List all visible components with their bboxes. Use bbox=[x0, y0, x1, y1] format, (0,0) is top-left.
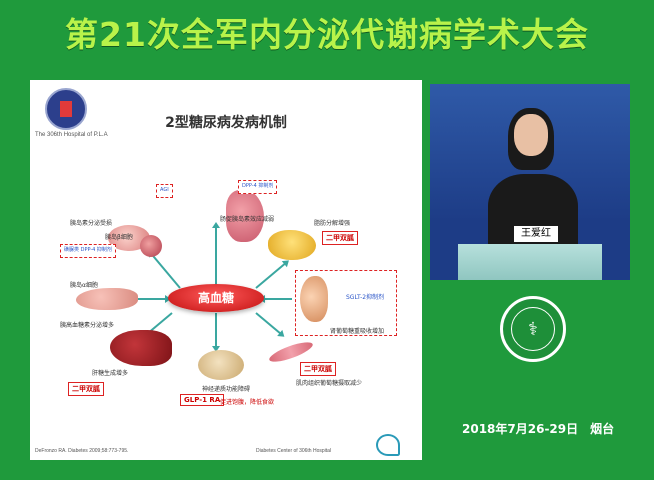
glp1-badge: GLP-1 RA bbox=[180, 394, 225, 406]
brain-icon bbox=[198, 350, 244, 380]
pancreas-cells-label: 胰岛α细胞 bbox=[70, 282, 98, 289]
islet-cells-label: 胰岛β细胞 bbox=[105, 234, 133, 241]
muscle-metformin-badge: 二甲双胍 bbox=[300, 362, 336, 376]
islet-alpha-label: 胰高血糖素分泌增多 bbox=[60, 322, 115, 329]
fat-label: 脂肪分解增强 bbox=[314, 220, 351, 227]
brain-sub-label: 促进饱腹，降低食欲 bbox=[220, 399, 275, 406]
slide-title: 2型糖尿病发病机制 bbox=[165, 115, 287, 131]
arrow-top-left bbox=[149, 252, 181, 289]
sglt2-label: SGLT-2抑制剂 bbox=[346, 294, 385, 301]
arrow-bottom bbox=[215, 313, 217, 349]
gut-incretin-label: 肠促胰岛素效应减弱 bbox=[220, 216, 275, 223]
emblem-caduceus-icon: ⚕ bbox=[511, 307, 555, 351]
kidney-label: 肾葡萄糖重吸收增加 bbox=[330, 328, 385, 335]
podium bbox=[458, 244, 602, 280]
muscle-label: 肌肉组织葡萄糖摄取减少 bbox=[296, 380, 363, 387]
center-hyperglycemia-label: 高血糖 bbox=[168, 284, 264, 312]
speaker-nameplate: 王爱红 bbox=[514, 226, 558, 242]
liver-icon bbox=[110, 330, 172, 366]
kidney-highlight-box bbox=[295, 270, 397, 336]
arrow-right bbox=[262, 298, 292, 300]
liver-label: 肝糖生成增多 bbox=[92, 370, 129, 377]
adipose-tissue-icon bbox=[268, 230, 316, 260]
arrow-left bbox=[138, 295, 171, 303]
stomach-icon bbox=[226, 190, 264, 242]
hospital-logo-icon bbox=[45, 88, 87, 130]
islet-cell-icon bbox=[140, 235, 162, 257]
speaker-video: 王爱红 bbox=[430, 84, 630, 280]
arrow-top-right bbox=[255, 261, 288, 289]
dpp4-box: DPP-4 抑制剂 bbox=[238, 180, 278, 194]
speaker-body bbox=[488, 174, 578, 254]
liver-metformin-badge: 二甲双胍 bbox=[68, 382, 104, 396]
reference-right: Diabetes Center of 306th Hospital bbox=[256, 448, 332, 454]
kidney-icon bbox=[300, 276, 328, 322]
conference-emblem-icon: ⚕ bbox=[500, 296, 566, 362]
arrow-bottom-right bbox=[255, 312, 283, 336]
fat-metformin-badge: 二甲双胍 bbox=[322, 231, 358, 245]
sulfonylurea-box: 磺脲类 DPP-4 抑制剂 bbox=[60, 244, 116, 258]
presentation-slide: The 306th Hospital of P.L.A 2型糖尿病发病机制 高血… bbox=[30, 80, 422, 460]
agi-box: AGI bbox=[156, 184, 173, 198]
speaker-face bbox=[514, 114, 548, 156]
date-location: 2018年7月26-29日 烟台 bbox=[462, 422, 615, 436]
hospital-caption: The 306th Hospital of P.L.A bbox=[35, 132, 108, 138]
diabetes-center-logo-icon bbox=[376, 434, 400, 456]
reference-left: DeFronzo RA. Diabetes 2009;58:773-795. bbox=[35, 448, 129, 454]
conference-title: 第21次全军内分泌代谢病学术大会 bbox=[65, 15, 589, 54]
islet-beta-label: 胰岛素分泌受损 bbox=[70, 220, 113, 227]
pancreas-icon bbox=[76, 288, 138, 310]
arrow-top bbox=[215, 225, 217, 285]
brain-label: 神经递质功能障碍 bbox=[202, 386, 251, 393]
